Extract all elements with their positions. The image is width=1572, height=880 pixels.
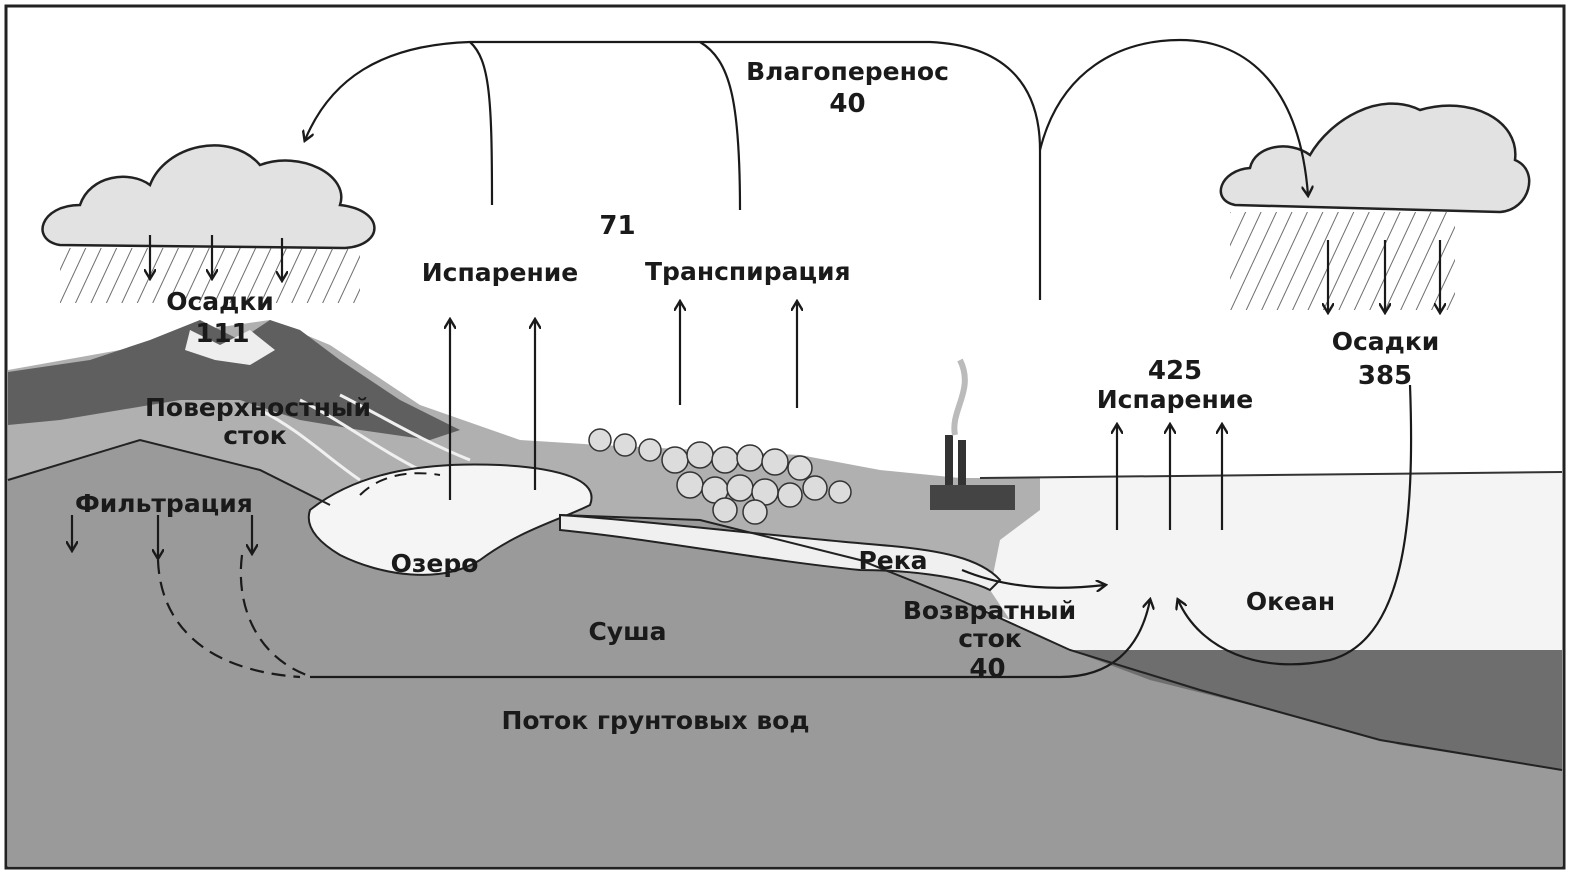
- transfer-arc-mid-branch: [699, 41, 742, 211]
- ocean-cloud: [1219, 102, 1531, 214]
- land-evaporation-total: 71: [599, 211, 636, 241]
- factory: [930, 358, 1015, 510]
- ocean-transfer-arc: [1038, 38, 1308, 195]
- transpiration-label: Транспирация: [645, 257, 851, 286]
- land-evaporation-arrows: [450, 320, 535, 500]
- land-cloud: [41, 144, 376, 250]
- river-label: Река: [858, 546, 928, 575]
- ocean-water: [990, 472, 1562, 650]
- ocean-cycle-loop: [1178, 384, 1413, 666]
- return-runoff-value: 40: [969, 654, 1006, 684]
- ocean-label: Океан: [1245, 587, 1336, 616]
- transpiration-arrows: [680, 302, 797, 408]
- river-shape: [559, 513, 1002, 592]
- ocean-precipitation-label: Осадки: [1331, 327, 1440, 356]
- mountains: [8, 320, 460, 440]
- groundwater-flow-line: [310, 600, 1150, 679]
- surface-runoff-label-2: сток: [223, 421, 287, 450]
- infiltration-dashed-2: [239, 554, 313, 679]
- coast-outline: [559, 514, 1563, 771]
- ocean-surface-line: [979, 471, 1563, 479]
- ocean-floor: [1070, 650, 1562, 770]
- forest: [588, 428, 852, 525]
- land-precipitation-arrows: [150, 235, 282, 280]
- ocean-precipitation-value: 385: [1357, 361, 1413, 391]
- return-runoff-label-1: Возвратный: [902, 596, 1077, 625]
- land-label: Суша: [588, 617, 667, 646]
- infiltration-arrows: [72, 515, 252, 558]
- ocean-rain: [1230, 212, 1455, 310]
- ocean-precipitation-arrows: [1328, 240, 1440, 312]
- ocean-evaporation-arrows: [1117, 425, 1222, 530]
- ocean-evaporation-label: Испарение: [1096, 385, 1254, 414]
- land-outline: [7, 438, 331, 506]
- river-outflow-arrow: [961, 568, 1105, 588]
- transfer-arc-left-branch: [469, 41, 494, 206]
- groundwater-flow-label: Поток грунтовых вод: [501, 706, 810, 735]
- land-precipitation-label: Осадки: [166, 287, 274, 316]
- mountain-snow: [185, 330, 275, 365]
- return-runoff-label-2: сток: [958, 624, 1022, 653]
- ocean-evaporation-value: 425: [1147, 356, 1203, 386]
- land-precipitation-value: 111: [195, 319, 250, 349]
- surface-runoff-streams: [259, 393, 471, 482]
- transfer-label: Влагоперенос: [746, 57, 949, 86]
- surface-runoff-label-1: Поверхностный: [145, 393, 372, 422]
- lake-dashed-connector: [359, 472, 441, 496]
- land-evaporation-label: Испарение: [421, 258, 579, 287]
- transfer-value: 40: [829, 89, 866, 119]
- infiltration-label: Фильтрация: [75, 489, 253, 518]
- lake-label: Озеро: [390, 549, 479, 578]
